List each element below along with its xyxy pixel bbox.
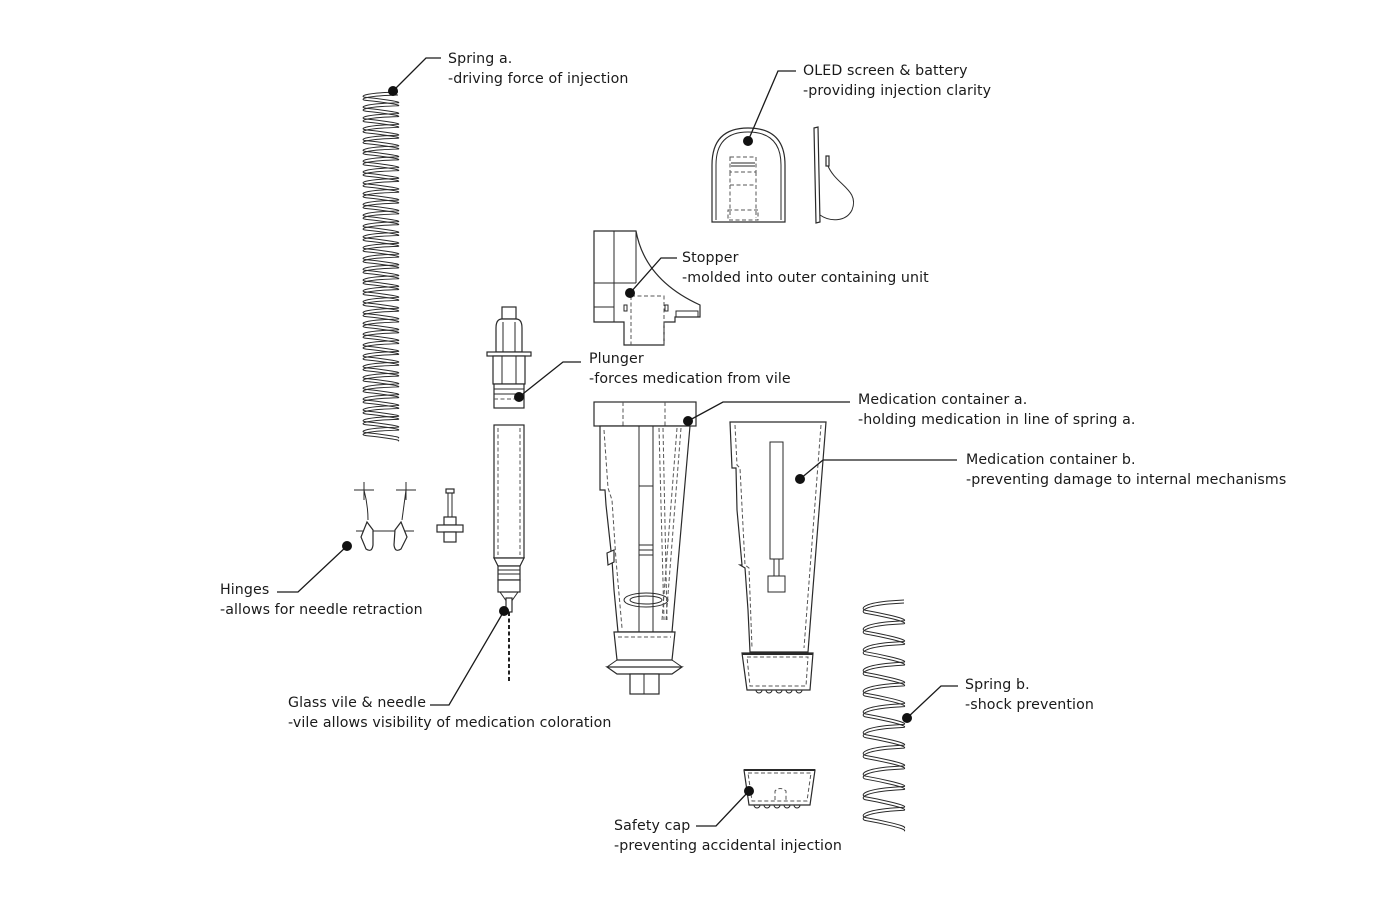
callout-oled-screen: OLED screen & battery -providing injecti… — [803, 62, 991, 101]
medication-container-a-part — [593, 401, 697, 695]
callout-plunger: Plunger -forces medication from vile — [589, 350, 791, 389]
callout-description: -molded into outer containing unit — [682, 269, 929, 286]
leader-glass-vile — [430, 606, 509, 706]
battery-part — [813, 126, 855, 224]
stopper-part — [593, 230, 701, 346]
callout-title: Glass vile & needle — [288, 695, 427, 711]
callout-description: -preventing accidental injection — [614, 837, 842, 854]
spring-b-part — [862, 599, 905, 832]
leader-spring-a — [388, 57, 441, 96]
safety-cap-part — [743, 769, 816, 809]
callout-title: Hinges — [220, 582, 270, 598]
leader-med-a — [683, 401, 850, 426]
leader-stopper — [625, 257, 677, 298]
callout-title: Plunger — [589, 351, 644, 367]
callout-medication-container-b: Medication container b. -preventing dama… — [966, 451, 1286, 490]
callout-title: OLED screen & battery — [803, 63, 968, 79]
callout-title: Spring a. — [448, 51, 513, 67]
plunger-part — [486, 306, 532, 409]
callout-description: -holding medication in line of spring a. — [858, 411, 1136, 428]
callout-spring-a: Spring a. -driving force of injection — [448, 50, 628, 89]
oled-screen-part — [711, 127, 786, 223]
callout-description: -preventing damage to internal mechanism… — [966, 471, 1287, 488]
callout-stopper: Stopper -molded into outer containing un… — [682, 249, 929, 288]
callout-description: -forces medication from vile — [589, 370, 791, 387]
hinges-part — [354, 482, 464, 551]
callout-title: Medication container b. — [966, 452, 1136, 468]
callout-description: -shock prevention — [965, 696, 1094, 713]
leader-spring-b — [902, 685, 958, 723]
callout-spring-b: Spring b. -shock prevention — [965, 676, 1094, 715]
leader-plunger — [514, 361, 581, 402]
spring-a-part — [362, 91, 400, 442]
callout-description: -providing injection clarity — [803, 82, 992, 99]
leader-safety-cap — [696, 786, 754, 827]
medication-container-b-part — [729, 421, 827, 694]
callout-title: Safety cap — [614, 818, 691, 834]
glass-vile-part — [493, 424, 525, 682]
callout-description: -vile allows visibility of medication co… — [288, 714, 612, 731]
leader-oled — [743, 70, 796, 146]
callout-hinges: Hinges -allows for needle retraction — [220, 581, 423, 620]
leader-med-b — [795, 459, 957, 484]
callout-description: -allows for needle retraction — [220, 601, 423, 618]
callout-medication-container-a: Medication container a. -holding medicat… — [858, 391, 1136, 430]
callout-glass-vile: Glass vile & needle -vile allows visibil… — [288, 694, 611, 733]
callout-safety-cap: Safety cap -preventing accidental inject… — [614, 817, 842, 856]
callout-title: Spring b. — [965, 677, 1030, 693]
callout-title: Stopper — [682, 250, 739, 266]
callout-title: Medication container a. — [858, 392, 1028, 408]
callout-description: -driving force of injection — [448, 70, 629, 87]
leader-hinges — [277, 541, 352, 593]
